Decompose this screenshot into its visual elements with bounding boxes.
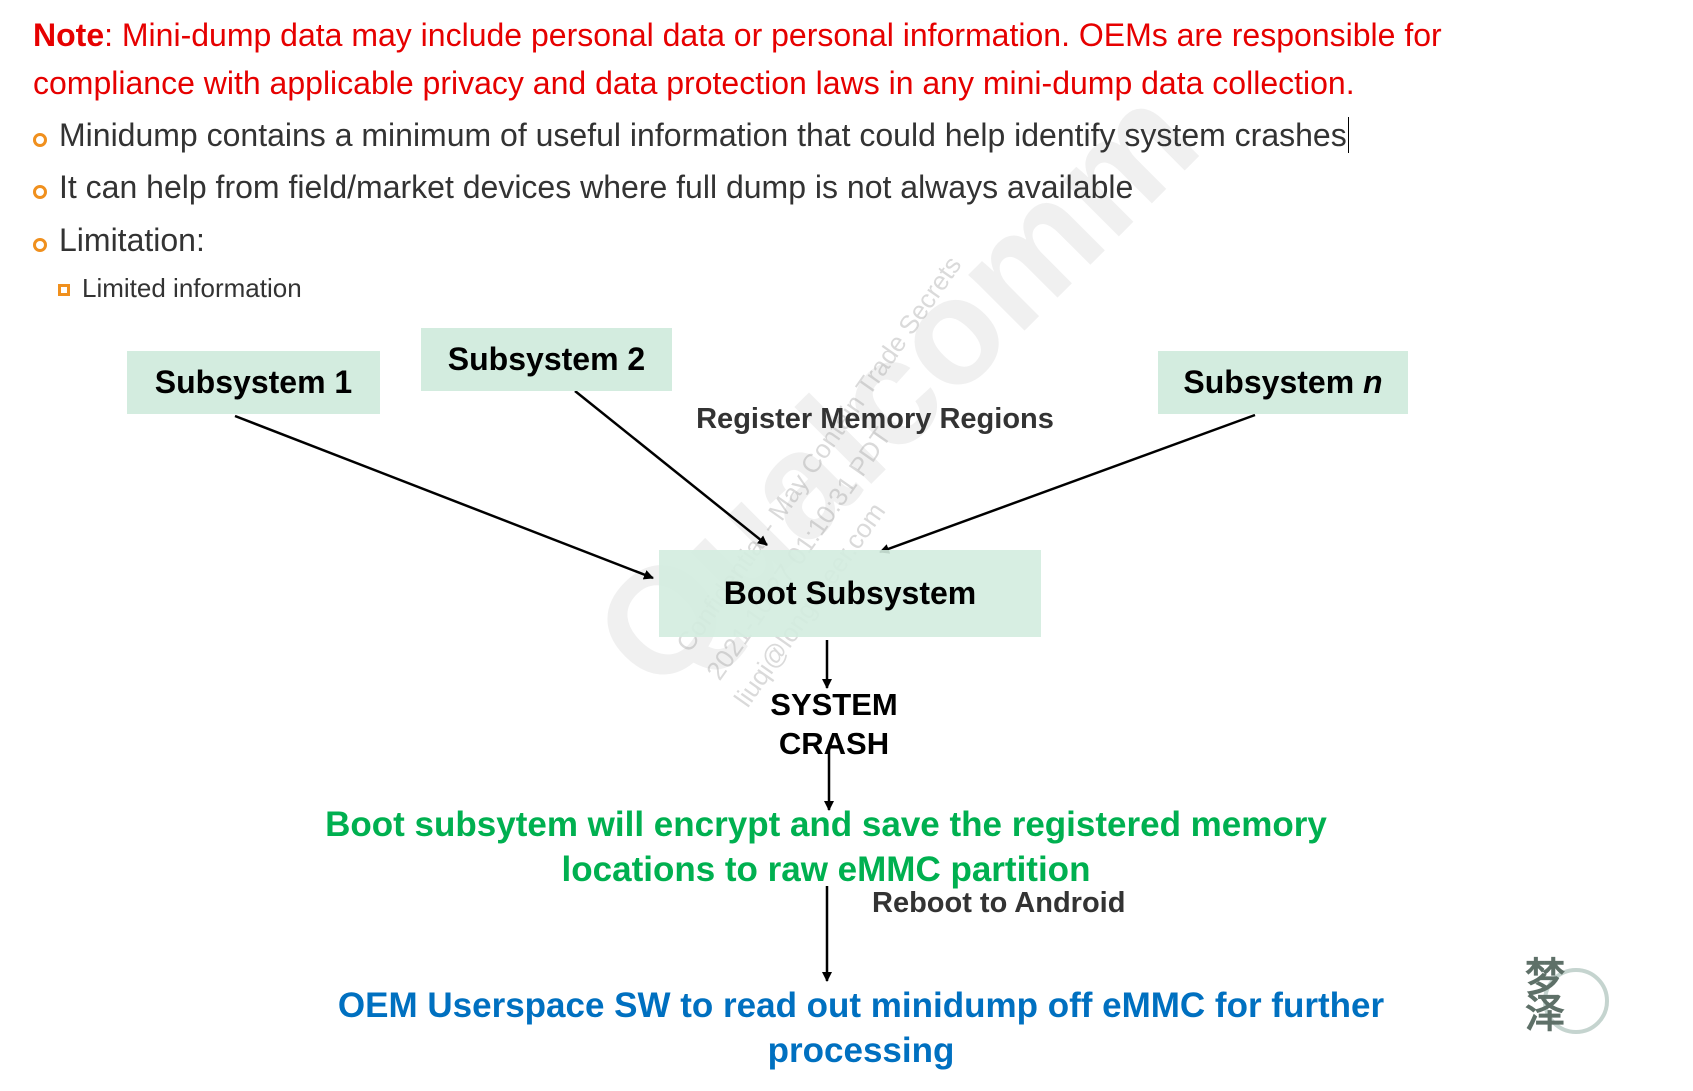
note-line-2: compliance with applicable privacy and d… <box>33 65 1355 101</box>
subsystem-1-label: Subsystem 1 <box>154 364 353 400</box>
bullet-item: Minidump contains a minimum of useful in… <box>33 115 1349 155</box>
reboot-label: Reboot to Android <box>872 887 1126 919</box>
subsystem-1-box: Subsystem 1 <box>127 351 380 414</box>
boot-subsystem-label: Boot Subsystem <box>723 575 977 611</box>
crash-line-1: SYSTEM <box>770 687 898 722</box>
oem-text: OEM Userspace SW to read out minidump of… <box>338 983 1384 1073</box>
boot-subsystem-box: Boot Subsystem <box>659 550 1041 637</box>
note-text: : Mini-dump data may include personal da… <box>104 17 1442 53</box>
bullet-circle-icon <box>33 132 47 147</box>
crash-line-2: CRASH <box>778 726 890 761</box>
sub-bullet-item: Limited information <box>58 273 302 304</box>
subsystem-n-label: Subsystem <box>1183 364 1364 400</box>
subsystem-2-box: Subsystem 2 <box>421 328 672 391</box>
note-label: Note <box>33 17 105 53</box>
system-crash-label: SYSTEM CRASH <box>770 685 897 763</box>
logo-text: 梦泽 <box>1525 955 1565 1037</box>
subsystem-2-label: Subsystem 2 <box>447 341 646 377</box>
encrypt-text: Boot subsytem will encrypt and save the … <box>325 802 1327 892</box>
sub-bullet-text: Limited information <box>82 273 302 303</box>
oem-line-1: OEM Userspace SW to read out minidump of… <box>337 986 1385 1025</box>
bullet-square-icon <box>58 284 70 297</box>
arrow-subsystem1-to-boot <box>234 414 654 580</box>
note-line-1: Note: Mini-dump data may include persona… <box>33 11 1442 59</box>
arrow-subsystemn-to-boot <box>879 413 1256 554</box>
logo-ring-icon <box>1543 968 1609 1034</box>
bullet-item: It can help from field/market devices wh… <box>33 167 1133 207</box>
encrypt-line-2: locations to raw eMMC partition <box>561 850 1091 889</box>
bullet-circle-icon <box>33 184 47 199</box>
register-memory-label: Register Memory Regions <box>696 403 1054 435</box>
bullet-text: Minidump contains a minimum of useful in… <box>59 117 1347 153</box>
bullet-circle-icon <box>33 237 47 252</box>
subsystem-n-variable: n <box>1363 364 1383 400</box>
bullet-text: It can help from field/market devices wh… <box>59 169 1134 205</box>
bullet-item: Limitation: <box>33 220 205 260</box>
logo-watermark: 梦泽 <box>1525 955 1609 1040</box>
bullet-text: Limitation: <box>59 222 205 258</box>
arrow-subsystem2-to-boot <box>574 390 768 546</box>
subsystem-n-box: Subsystem n <box>1158 351 1408 414</box>
encrypt-line-1: Boot subsytem will encrypt and save the … <box>325 805 1327 844</box>
oem-line-2: processing <box>767 1031 955 1070</box>
